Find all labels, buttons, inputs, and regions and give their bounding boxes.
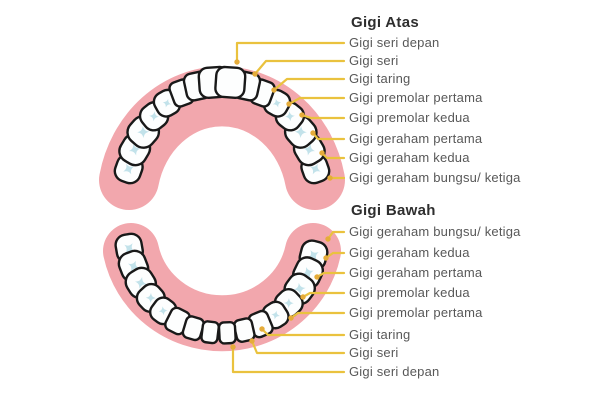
lower-label-first-premolar: Gigi premolar pertama	[349, 305, 483, 320]
lower-label-first-molar: Gigi geraham pertama	[349, 265, 483, 280]
lower-teeth	[114, 232, 329, 345]
molar-sparkle-mark	[128, 260, 139, 272]
leader-tip-dot	[252, 71, 258, 77]
lower-label-lateral-incisor: Gigi seri	[349, 345, 399, 360]
molar-sparkle-mark	[162, 98, 172, 108]
leader-tip-dot	[323, 255, 329, 261]
leader-tip-dot	[286, 101, 292, 107]
leader-tip-dot	[259, 326, 265, 332]
lower-label-second-molar: Gigi geraham kedua	[349, 245, 470, 260]
leader-tip-dot	[299, 112, 305, 118]
molar-sparkle-mark	[123, 163, 135, 175]
molar-sparkle-mark	[302, 267, 314, 279]
lower-label-canine: Gigi taring	[349, 327, 411, 342]
upper-jaw-heading: Gigi Atas	[351, 14, 419, 31]
upper-label-third-molar: Gigi geraham bungsu/ ketiga	[349, 170, 521, 185]
molar-sparkle-mark	[149, 111, 160, 122]
lower-label-central-incisor: Gigi seri depan	[349, 364, 440, 379]
leader-tip-dot	[310, 130, 316, 136]
leader-tip-dot	[325, 236, 331, 242]
lower-label-second-premolar: Gigi premolar kedua	[349, 285, 470, 300]
leader-tip-dot	[271, 87, 277, 93]
molar-sparkle-mark	[284, 111, 295, 122]
molar-sparkle-mark	[294, 126, 307, 138]
molar-sparkle-mark	[283, 298, 294, 309]
leader-tip-dot	[319, 150, 325, 156]
upper-label-second-premolar: Gigi premolar kedua	[349, 110, 470, 125]
molar-sparkle-mark	[158, 306, 168, 316]
upper-label-second-molar: Gigi geraham kedua	[349, 150, 470, 165]
tooth	[214, 65, 247, 99]
lower-label-third-molar: Gigi geraham bungsu/ ketiga	[349, 224, 521, 239]
upper-teeth	[113, 65, 331, 185]
tooth	[217, 320, 237, 345]
upper-label-first-premolar: Gigi premolar pertama	[349, 90, 483, 105]
upper-label-central-incisor: Gigi seri depan	[349, 35, 440, 50]
molar-sparkle-mark	[293, 282, 306, 295]
leader-tip-dot	[249, 338, 255, 344]
leader-tip-dot	[327, 175, 333, 181]
molar-sparkle-mark	[128, 143, 141, 156]
leader-tip-dot	[314, 274, 320, 280]
molar-sparkle-mark	[308, 249, 319, 261]
molar-sparkle-mark	[303, 143, 316, 156]
molar-sparkle-mark	[309, 163, 321, 175]
molar-sparkle-mark	[272, 98, 282, 108]
molar-sparkle-mark	[145, 292, 156, 303]
upper-label-lateral-incisor: Gigi seri	[349, 53, 399, 68]
upper-label-canine: Gigi taring	[349, 71, 411, 86]
leader-tip-dot	[288, 315, 294, 321]
leader-tip-dot	[230, 344, 236, 350]
molar-sparkle-mark	[271, 310, 280, 320]
lower-jaw-heading: Gigi Bawah	[351, 202, 436, 219]
tooth	[200, 320, 220, 345]
leader-lines	[230, 41, 346, 374]
molar-sparkle-mark	[134, 277, 147, 289]
upper-label-first-molar: Gigi geraham pertama	[349, 131, 483, 146]
molar-sparkle-mark	[137, 126, 150, 138]
leader-tip-dot	[234, 59, 240, 65]
leader-tip-dot	[300, 294, 306, 300]
